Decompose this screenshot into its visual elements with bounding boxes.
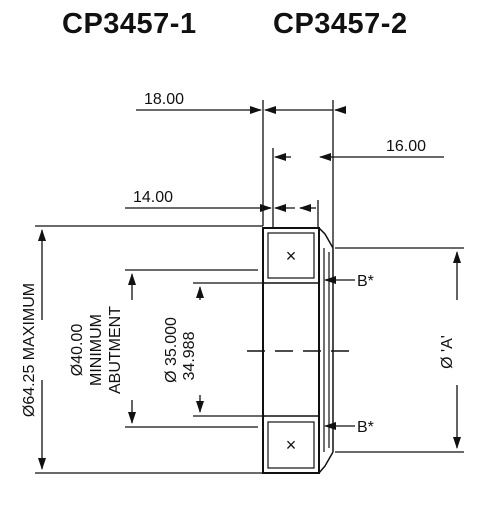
label-b-upper: B* xyxy=(357,273,374,290)
dim-18: 18.00 xyxy=(144,91,184,108)
x-mark-bottom: × xyxy=(286,435,297,455)
dim-bore-diameter: Ø 35.000 xyxy=(163,317,180,383)
ball-top xyxy=(267,232,315,279)
dim-abutment-diameter: Ø40.00 xyxy=(69,324,86,377)
dim-14: 14.00 xyxy=(133,189,173,206)
label-b-lower: B* xyxy=(357,419,374,436)
dim-outer-diameter: Ø64.25 MAXIMUM xyxy=(21,283,38,417)
ball-bottom xyxy=(267,421,315,469)
dim-housing-diameter: Ø 'A' xyxy=(439,335,456,369)
dim-bore-min: 34.988 xyxy=(181,331,198,380)
dim-abutment-line1: MINIMUM xyxy=(88,314,105,386)
x-mark-top: × xyxy=(286,246,297,266)
part-number-right: CP3457-2 xyxy=(273,8,408,40)
part-number-left: CP3457-1 xyxy=(62,8,197,40)
dim-16: 16.00 xyxy=(386,138,426,155)
dim-abutment-line2: ABUTMENT xyxy=(107,306,124,394)
